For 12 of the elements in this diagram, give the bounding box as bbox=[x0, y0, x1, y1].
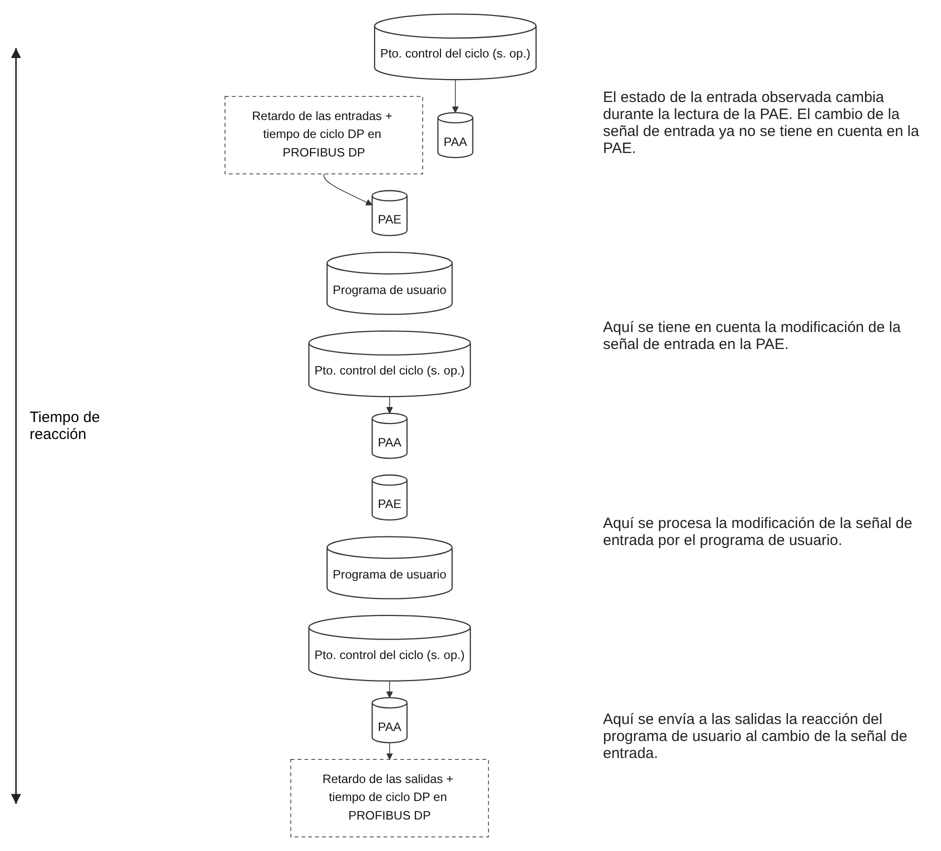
dimension-label: Tiempo de reacción bbox=[30, 408, 101, 442]
node-box: Retardo de las entradas + tiempo de ciclo DP en PROFIBUS DP bbox=[224, 96, 424, 174]
note-text: El estado de la entrada observada cambia durante la lectura de la PAE. El cambio de la señal de entrada ya no se tiene en cuenta en la PAE. bbox=[603, 89, 920, 157]
arrow bbox=[386, 396, 393, 414]
arrow bbox=[323, 174, 372, 206]
note-text: Aquí se procesa la modificación de la señal de entrada por el programa de usuario. bbox=[603, 515, 914, 549]
arrow bbox=[452, 79, 459, 113]
note-text: Aquí se tiene en cuenta la modificación de la señal de entrada en la PAE. bbox=[603, 319, 902, 353]
arrow bbox=[386, 742, 393, 760]
arrow bbox=[386, 680, 393, 698]
note-text: Aquí se envía a las salidas la reacción del programa de usuario al cambio de la señal de entrada. bbox=[603, 711, 908, 762]
node-box: Retardo de las salidas + tiempo de ciclo DP en PROFIBUS DP bbox=[290, 759, 489, 838]
